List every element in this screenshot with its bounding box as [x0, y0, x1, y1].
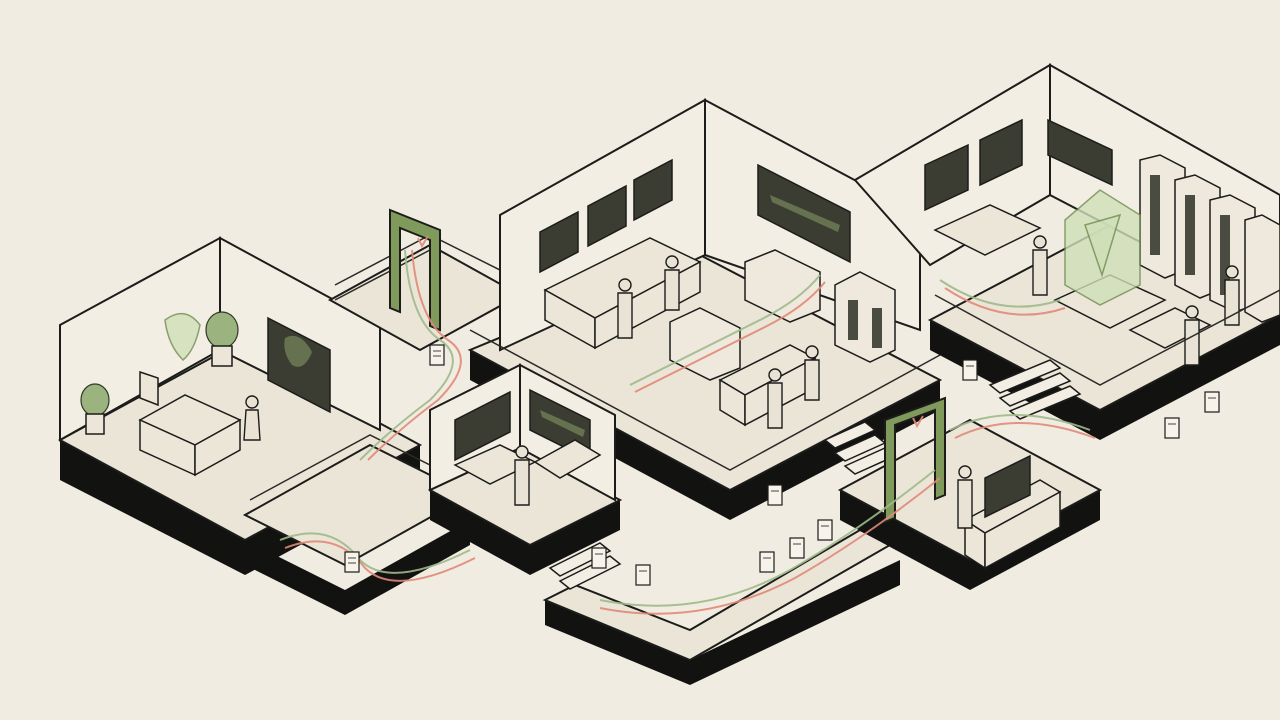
document-icon	[767, 484, 783, 506]
person-icon	[1032, 235, 1048, 296]
person-icon	[804, 345, 820, 401]
document-icon	[1164, 417, 1180, 439]
plant-icon	[80, 383, 110, 435]
document-icon	[789, 537, 805, 559]
monitor-icon	[539, 210, 579, 274]
stairs	[823, 421, 897, 475]
monitor-icon	[587, 184, 627, 248]
person-icon	[514, 445, 530, 506]
monitor-icon	[924, 143, 969, 212]
monitor-icon	[979, 118, 1023, 187]
document-icon	[817, 519, 833, 541]
server-room	[853, 63, 1280, 440]
document-icon	[962, 359, 978, 381]
control-room	[467, 98, 943, 520]
person-icon	[767, 368, 783, 429]
security-gate-icon	[389, 208, 441, 332]
workstation-desk	[933, 204, 1042, 256]
chair	[139, 370, 159, 407]
person-icon	[617, 278, 633, 339]
small-control-room	[427, 363, 623, 575]
person-icon	[664, 255, 680, 311]
document-icon	[591, 547, 607, 569]
documents	[344, 344, 1220, 586]
document-icon	[635, 564, 651, 586]
hologram-icon	[164, 312, 201, 362]
person-icon	[1184, 305, 1200, 366]
document-icon	[344, 551, 360, 573]
security-gate-icon	[884, 396, 946, 524]
hologram-icon	[1053, 189, 1167, 329]
stairs	[988, 359, 1082, 420]
server-rack-icon	[669, 307, 741, 381]
document-icon	[1204, 391, 1220, 413]
person-icon	[957, 465, 973, 529]
monitor-icon	[454, 390, 511, 462]
plant-icon	[205, 311, 239, 367]
data-flow-lines	[279, 249, 1096, 615]
reception-room	[837, 418, 1103, 590]
person-icon	[243, 395, 261, 441]
monitor-icon	[633, 158, 673, 222]
document-icon	[759, 551, 775, 573]
document-icon	[429, 344, 445, 366]
monitor-icon	[984, 454, 1031, 519]
monitor-icon	[1047, 118, 1113, 187]
server-rack-icon	[834, 271, 896, 363]
